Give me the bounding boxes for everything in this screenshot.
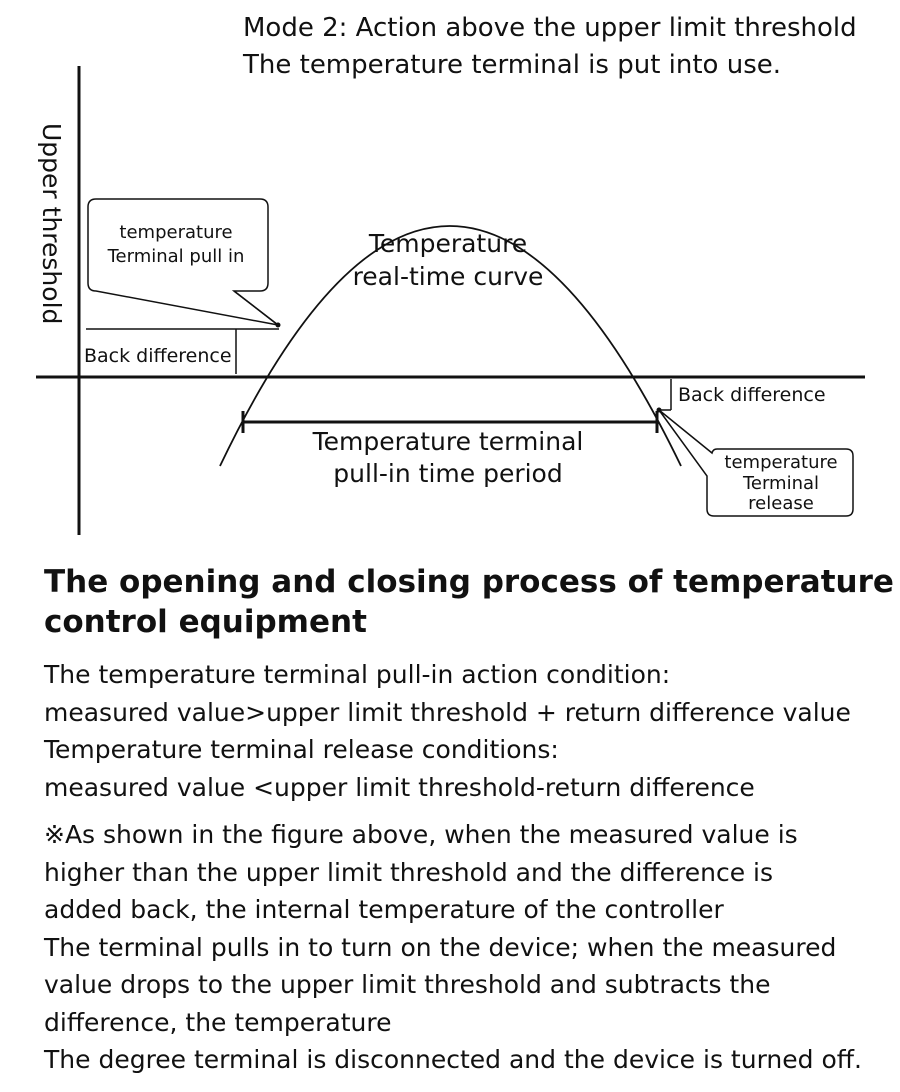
release-callout-line3: release	[748, 493, 814, 514]
back-difference-right-label: Back difference	[678, 384, 826, 406]
curve-label-line2: real-time curve	[353, 262, 544, 291]
heading-line: The opening and closing process of tempe…	[44, 564, 894, 600]
condition-line: measured value <upper limit threshold-re…	[44, 772, 755, 802]
note-line: The degree terminal is disconnected and …	[44, 1045, 862, 1074]
section-heading: The opening and closing process of tempe…	[44, 562, 894, 642]
condition-line: Temperature terminal release conditions:	[44, 735, 559, 764]
note-line: higher than the upper limit threshold an…	[44, 857, 774, 887]
period-label-line2: pull-in time period	[333, 459, 562, 488]
mode-subtitle: The temperature terminal is put into use…	[242, 50, 781, 80]
temperature-curve	[219, 225, 682, 467]
note-paragraph: ※As shown in the figure above, when the …	[44, 816, 884, 1079]
note-line: added back, the internal temperature of …	[44, 895, 724, 924]
conditions-paragraph: The temperature terminal pull-in action …	[44, 656, 884, 806]
note-line: value drops to the upper limit threshold…	[44, 970, 771, 999]
note-line: The terminal pulls in to turn on the dev…	[44, 932, 837, 962]
note-line: difference, the temperature	[44, 1007, 392, 1037]
condition-line: measured value>upper limit threshold + r…	[44, 697, 851, 727]
pull-in-callout-line1: temperature	[119, 222, 232, 243]
period-label-line1: Temperature terminal	[312, 427, 584, 456]
release-callout-line2: Terminal	[742, 473, 819, 494]
pull-in-point	[275, 322, 281, 328]
release-callout-box	[658, 409, 854, 517]
threshold-diagram: Mode 2: Action above the upper limit thr…	[36, 13, 865, 535]
note-line: ※As shown in the figure above, when the …	[44, 820, 798, 849]
y-axis-label: Upper threshold	[37, 123, 66, 324]
pull-in-callout-line2: Terminal pull in	[107, 246, 245, 267]
condition-line: The temperature terminal pull-in action …	[44, 660, 671, 689]
release-callout-line1: temperature	[724, 452, 837, 473]
heading-line: control equipment	[44, 604, 367, 640]
mode-title: Mode 2: Action above the upper limit thr…	[243, 13, 857, 43]
curve-label-line1: Temperature	[368, 229, 527, 258]
back-difference-left-label: Back difference	[84, 345, 232, 367]
